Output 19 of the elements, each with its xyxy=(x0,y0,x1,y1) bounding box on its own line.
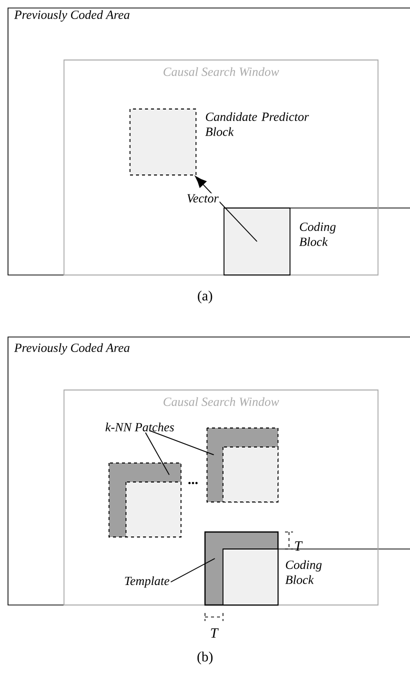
node-label: Coding Block xyxy=(299,222,336,246)
leader-line xyxy=(170,558,216,582)
dimension-label: T xyxy=(295,541,303,551)
caption: (a) xyxy=(198,290,212,304)
text-label: Template xyxy=(125,576,170,588)
node-label: Candidate Predictor Block xyxy=(205,112,309,136)
text-label: k-NN Patches xyxy=(106,422,174,432)
caption: (b) xyxy=(197,652,213,664)
edge-label: Vector xyxy=(186,193,220,204)
dimension-label: T xyxy=(211,628,219,638)
arrow xyxy=(195,176,258,242)
leader-line xyxy=(149,430,214,456)
patch xyxy=(108,462,182,538)
node-label: Coding Block xyxy=(285,560,322,584)
ellipsis: ... xyxy=(188,482,198,484)
leader-line xyxy=(145,432,170,476)
block: Candidate Predictor Block xyxy=(130,108,309,176)
patch xyxy=(206,428,278,502)
block: Coding Block xyxy=(224,208,336,276)
